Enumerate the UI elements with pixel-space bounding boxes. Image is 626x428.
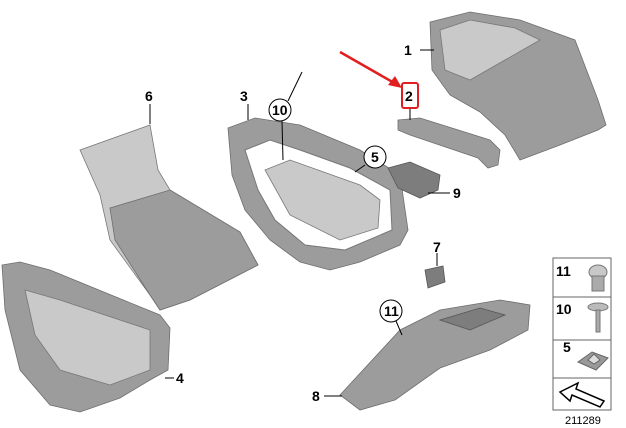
fastener-legend: 11 10 5 [552, 257, 612, 411]
callout-8[interactable]: 8 [312, 388, 320, 404]
highlight-box [401, 82, 419, 109]
callout-10[interactable]: 10 [272, 102, 288, 118]
push-rivet-icon [588, 264, 608, 292]
callout-11[interactable]: 11 [384, 303, 399, 319]
part-1-panel[interactable] [429, 11, 607, 161]
part-8-console[interactable] [339, 299, 531, 411]
callout-11-circle [379, 299, 403, 323]
clip-nut-icon [576, 351, 609, 371]
callout-6[interactable]: 6 [145, 88, 153, 104]
screw-with-washer-icon [587, 302, 609, 333]
diagram-id: 211289 [565, 415, 601, 427]
part-6-mat[interactable] [79, 124, 259, 311]
callout-9[interactable]: 9 [453, 185, 461, 201]
callout-2[interactable]: 2 [405, 88, 413, 104]
direction-arrow-icon [558, 381, 606, 408]
part-7-block[interactable] [424, 265, 446, 289]
callout-5-circle [363, 145, 387, 169]
legend-number-10: 10 [556, 301, 572, 317]
part-3-frame[interactable] [227, 117, 409, 271]
callout-7[interactable]: 7 [433, 239, 441, 255]
part-4-tray[interactable] [1, 261, 171, 413]
callout-4[interactable]: 4 [176, 370, 184, 386]
legend-number-5: 5 [563, 339, 571, 355]
part-9-connector[interactable] [387, 161, 441, 199]
callout-1[interactable]: 1 [404, 42, 412, 58]
highlight-arrow [339, 50, 402, 88]
part-2-bracket[interactable] [397, 117, 501, 169]
callout-10-circle [268, 98, 292, 122]
callout-5[interactable]: 5 [371, 149, 379, 165]
legend-number-11: 11 [556, 263, 571, 279]
callout-3[interactable]: 3 [240, 88, 248, 104]
